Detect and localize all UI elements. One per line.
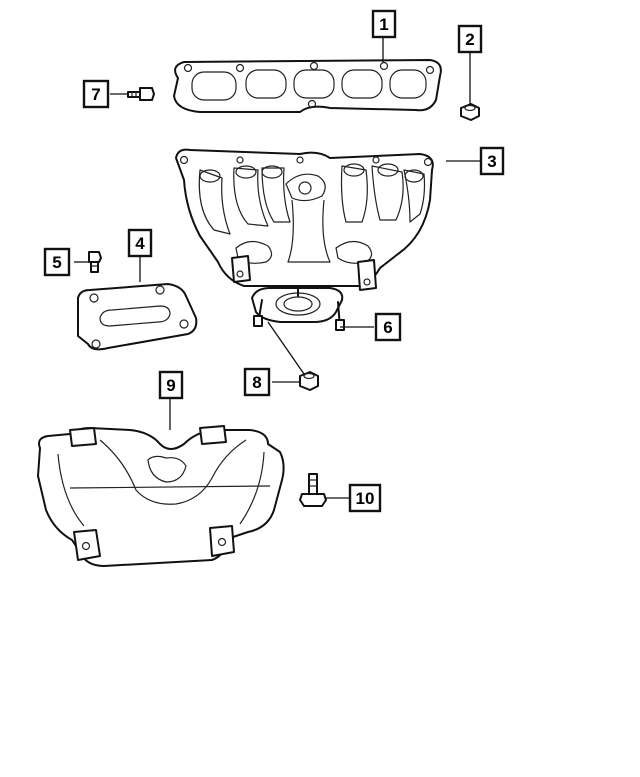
- callout-8: 8: [243, 367, 271, 397]
- bolt-part-7: [127, 87, 155, 101]
- callout-5-label: 5: [52, 253, 61, 272]
- callout-9: 9: [158, 370, 184, 400]
- bolt-part-10: [299, 473, 327, 507]
- callout-9-label: 9: [166, 376, 175, 395]
- exhaust-manifold-part-3: [175, 148, 434, 291]
- bolt-part-5: [88, 251, 102, 273]
- callout-6: 6: [374, 312, 402, 342]
- callout-5: 5: [43, 247, 71, 277]
- nut-part-2: [460, 103, 480, 121]
- callout-7: 7: [82, 79, 110, 109]
- heat-shield-part-9: [37, 425, 285, 567]
- callout-4-label: 4: [135, 234, 145, 253]
- callout-10: 10: [348, 483, 382, 513]
- nut-part-8: [299, 371, 319, 391]
- callout-8-label: 8: [252, 373, 261, 392]
- callout-6-label: 6: [383, 318, 392, 337]
- callout-7-label: 7: [91, 85, 100, 104]
- callout-2: 2: [457, 24, 483, 54]
- callout-2-label: 2: [465, 30, 474, 49]
- callout-4: 4: [127, 228, 153, 258]
- outlet-flange-part-6: [251, 285, 345, 331]
- leader-lines: [74, 38, 480, 499]
- callout-10-label: 10: [356, 489, 375, 508]
- bracket-part-4: [77, 283, 198, 351]
- callout-1-label: 1: [379, 15, 388, 34]
- callout-3: 3: [479, 146, 505, 176]
- gasket-part-1: [173, 59, 442, 113]
- callout-3-label: 3: [487, 152, 496, 171]
- callout-1: 1: [371, 9, 397, 39]
